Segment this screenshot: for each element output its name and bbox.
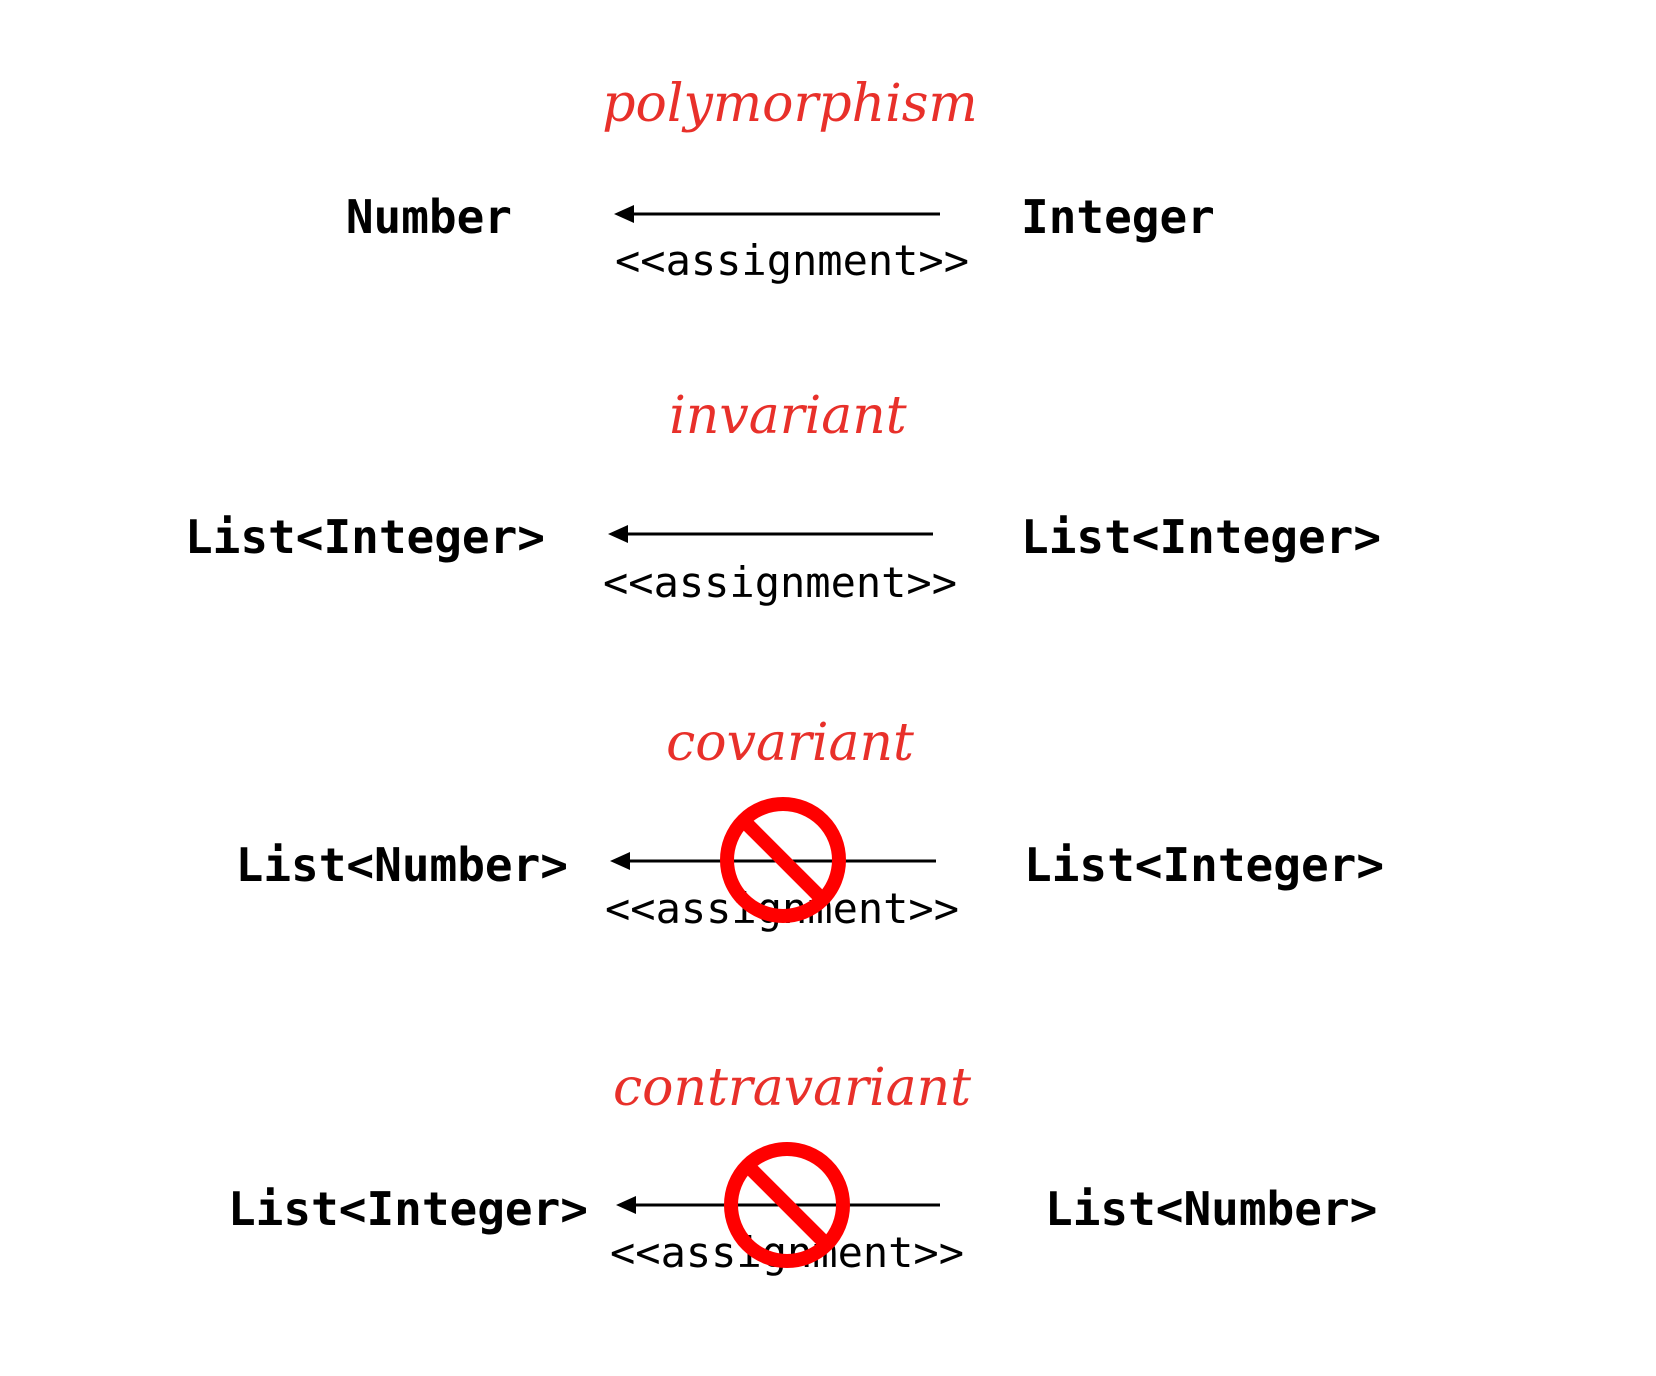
right-type-label: List<Number> [1045,1182,1378,1236]
right-type-label: List<Integer> [1021,510,1382,564]
no-entry-icon [720,797,846,923]
assignment-label: <<assignment>> [602,558,958,607]
assignment-arrow [608,525,933,543]
right-type-label: Integer [1021,190,1215,244]
section-heading-covariant: covariant [666,713,914,773]
assignment-label: <<assignment>> [614,236,970,285]
assignment-arrow [614,205,940,223]
left-type-label: Number [345,190,512,244]
section-heading-contravariant: contravariant [613,1058,971,1118]
left-type-label: List<Number> [235,838,568,892]
section-heading-invariant: invariant [669,386,907,446]
left-type-label: List<Integer> [184,510,545,564]
left-type-label: List<Integer> [227,1182,588,1236]
right-type-label: List<Integer> [1024,838,1385,892]
section-heading-polymorphism: polymorphism [602,74,978,134]
no-entry-icon [724,1142,850,1268]
